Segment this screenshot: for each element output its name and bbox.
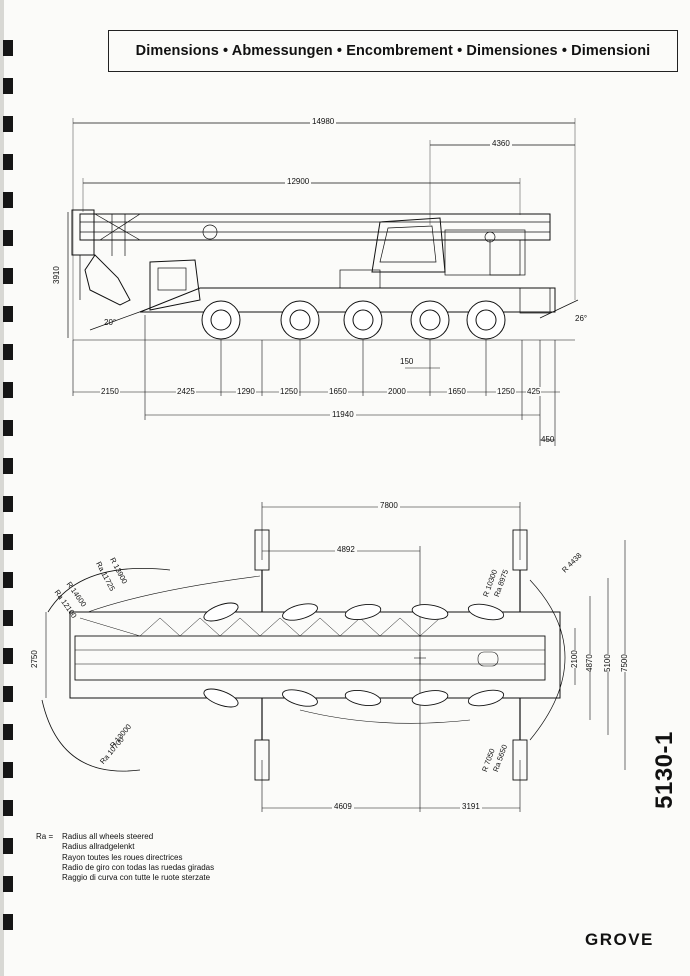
legend-lines: Radius all wheels steered Radius allradg… [62,832,214,883]
dim-width-right-3: 5100 [603,654,612,672]
dim-width-right-1: 2100 [570,650,579,668]
dim-front-outrigger-distance: 4892 [335,545,357,554]
dim-width-right-2: 4870 [585,654,594,672]
dim-axle-spacing-7: 1250 [496,387,516,396]
binding-strip [0,0,18,976]
dim-axle-spacing-8: 425 [526,387,542,396]
dim-departure-angle: 26° [575,314,588,323]
legend-line: Rayon toutes les roues directrices [62,852,183,862]
dim-axle-spacing-5: 2000 [387,387,407,396]
page-title: Dimensions • Abmessungen • Encombrement … [135,43,651,59]
dim-axle-spacing-6: 1650 [447,387,467,396]
dim-height: 3910 [52,266,61,284]
dim-axle-spacing-4: 1650 [328,387,348,396]
dim-bottom-1: 4609 [332,802,354,811]
dim-axle-spacing-3: 1250 [279,387,299,396]
dim-boom-length: 12900 [285,177,312,186]
dim-front-overhang: 2150 [100,387,120,396]
dim-offset: 150 [400,357,414,366]
brand-logo: GROVE [585,930,654,949]
dim-rear-extension: 450 [541,435,555,444]
legend-line: Raggio di curva con tutte le ruote sterz… [62,873,211,883]
binding-holes [0,0,13,976]
dim-wheelbase-total: 11940 [330,410,356,419]
legend-line: Radius allradgelenkt [62,842,135,852]
dim-axle-spacing-2: 1290 [236,387,256,396]
dim-axle-spacing-1: 2425 [176,387,196,396]
legend-line: Radius all wheels steered [62,832,154,841]
dim-width: 2750 [30,650,39,668]
dim-approach-angle: 20° [104,318,117,327]
dim-rear-overhang: 4360 [490,139,512,148]
legend-line: Radio de giro con todas las ruedas girad… [62,862,215,872]
legend-abbr: Ra = [36,832,54,841]
dim-width-right-4: 7500 [620,654,629,672]
dim-bottom-2: 3191 [460,802,482,811]
dim-rear-radius-3: R 4438 [560,550,584,575]
dim-overall-length: 14980 [310,117,337,126]
model-number-text: 5130-1 [651,730,678,809]
dim-outrigger-span-length: 7800 [378,501,400,510]
model-number: 5130-1 [650,722,680,817]
title-box: Dimensions • Abmessungen • Encombrement … [108,30,678,72]
